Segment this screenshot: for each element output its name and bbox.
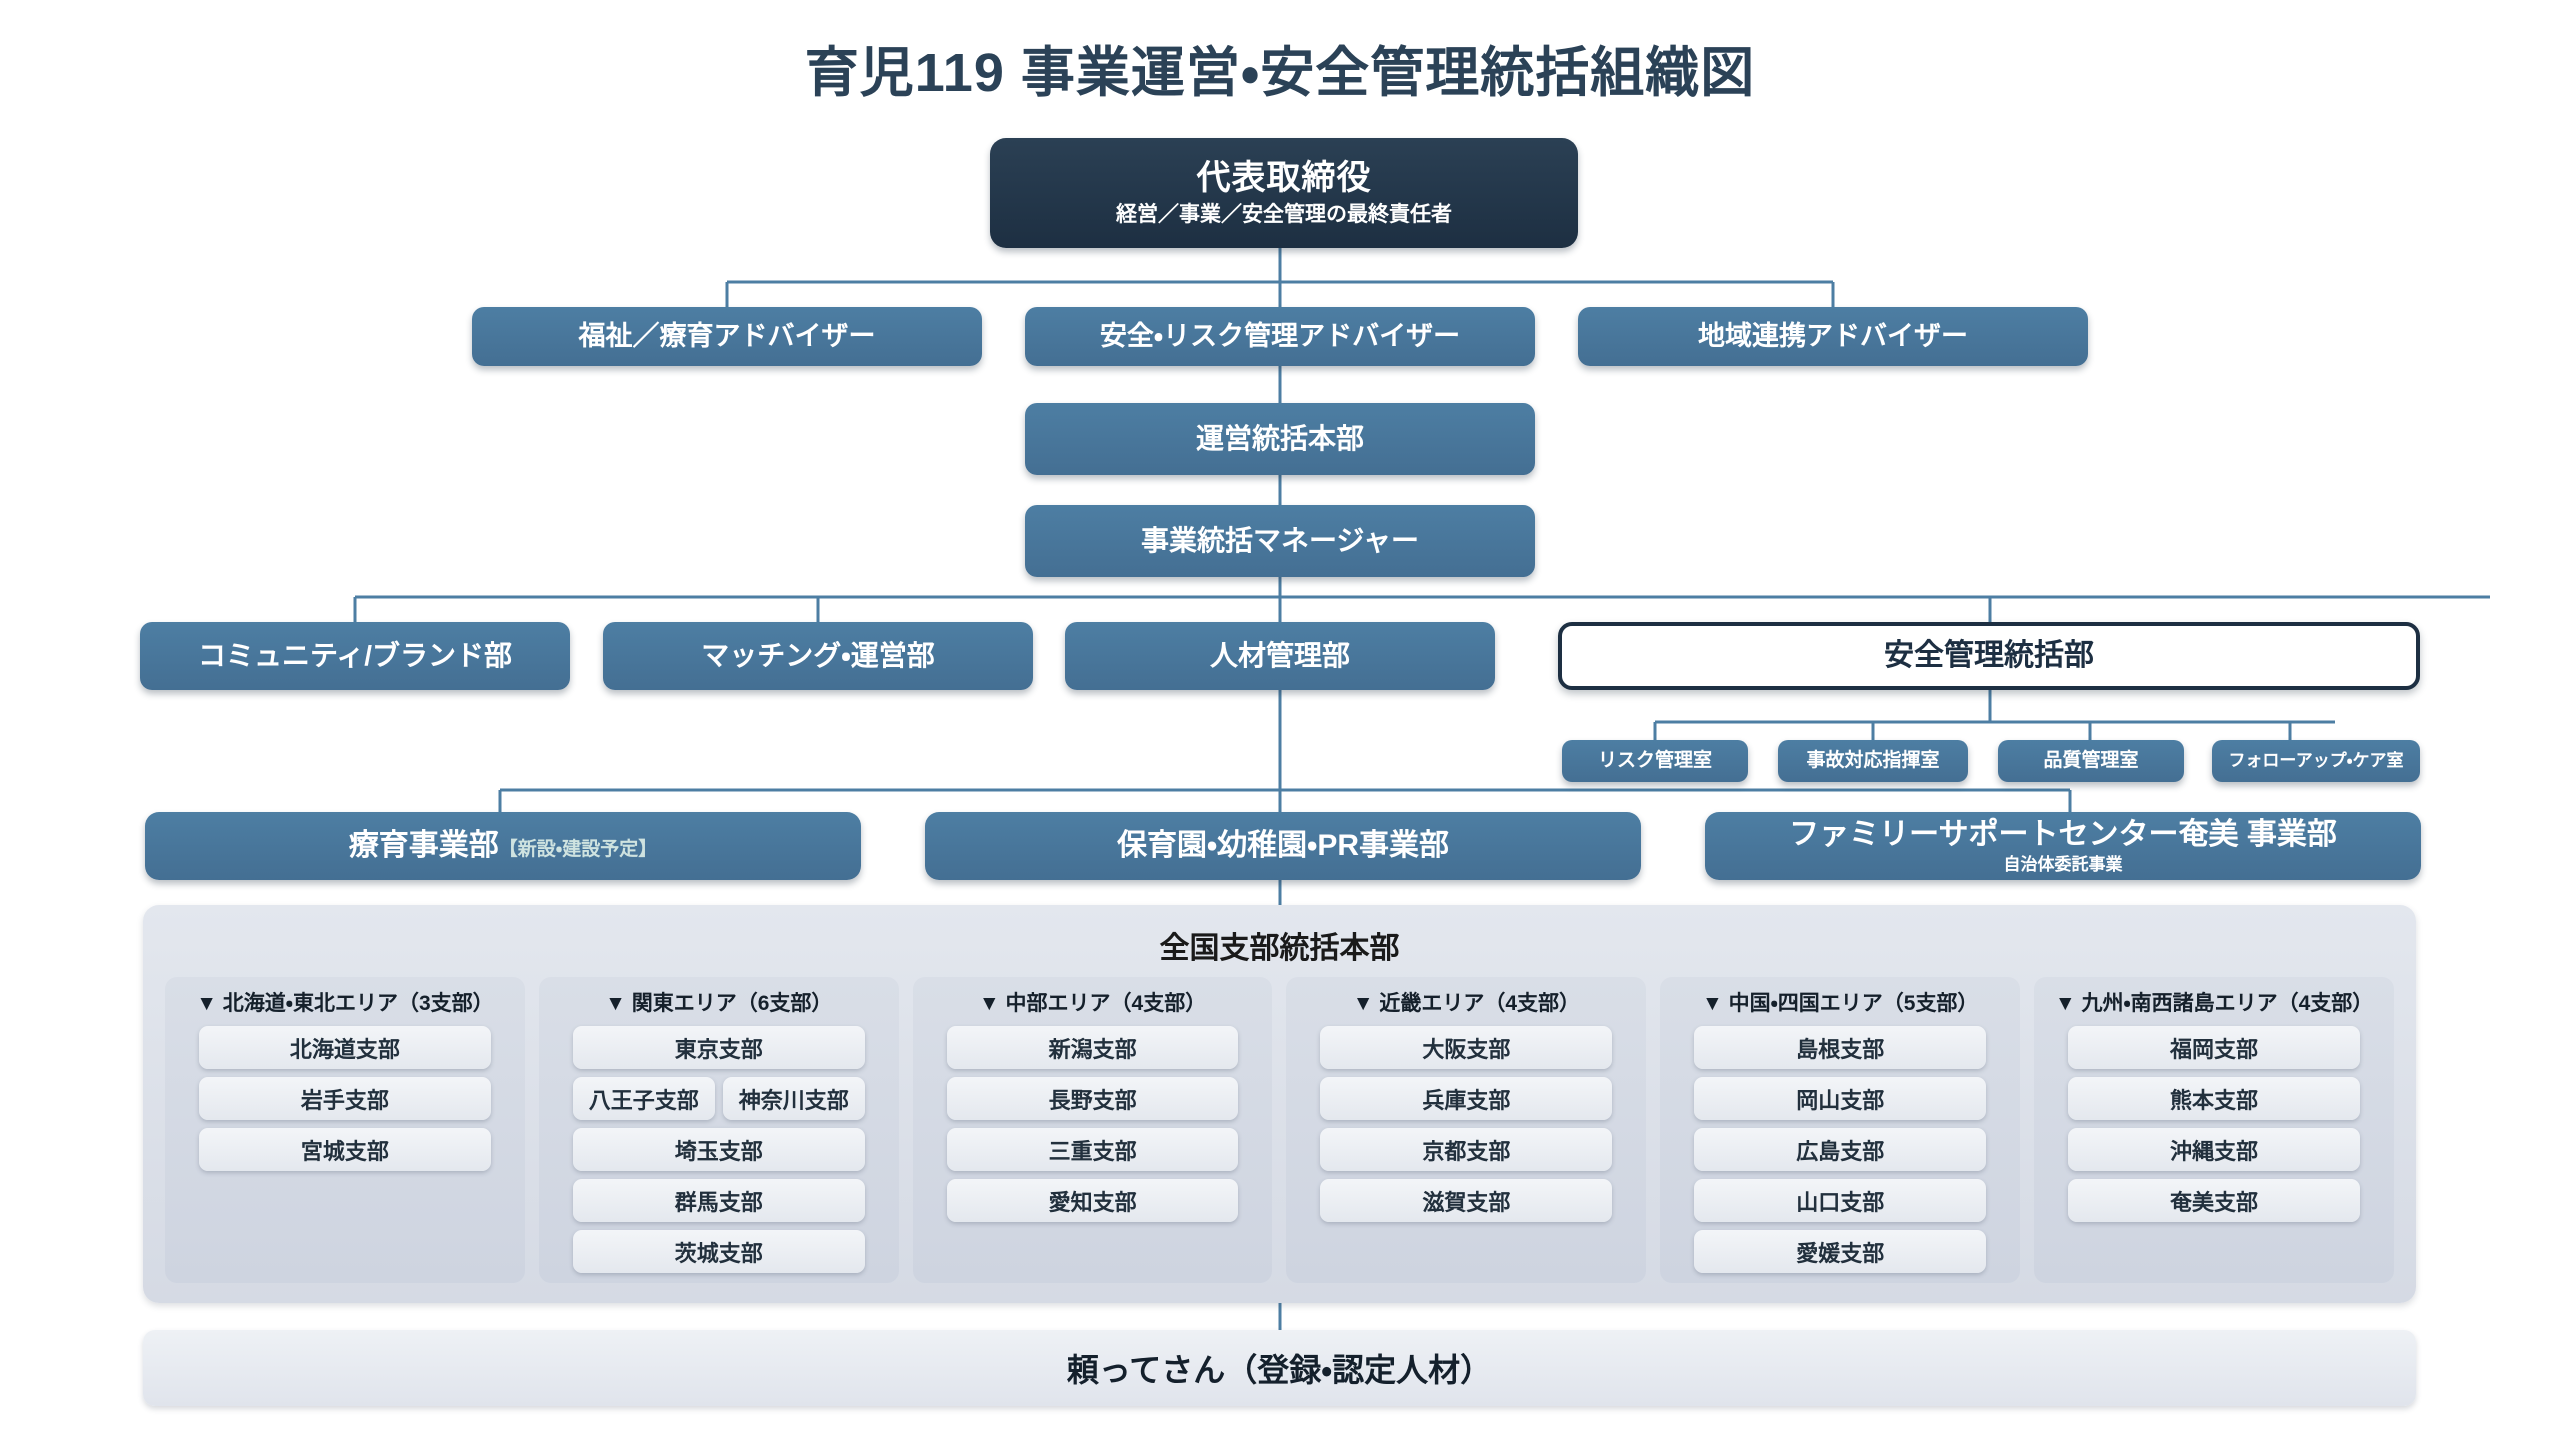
node-unit-risk-management[interactable]: リスク管理室 (1562, 740, 1748, 782)
node-unit-followup-care[interactable]: フォローアップ・ケア室 (2212, 740, 2420, 782)
node-unit-followup-care-label: フォローアップ・ケア室 (2228, 750, 2404, 770)
node-division-ryoiku-tag: 【新設・建設予定】 (498, 839, 658, 861)
branch-chip[interactable]: 群馬支部 (572, 1179, 865, 1222)
branch-chip[interactable]: 北海道支部 (199, 1026, 491, 1069)
area-column: ▼ 関東エリア（6支部）東京支部八王子支部神奈川支部埼玉支部群馬支部茨城支部 (538, 977, 899, 1283)
area-header[interactable]: ▼ 近畿エリア（4支部） (1352, 992, 1581, 1015)
node-advisor-welfare[interactable]: 福祉／療育アドバイザー (472, 307, 982, 366)
node-operations-hq-label: 運営統括本部 (1195, 423, 1364, 455)
footer-talent-label: 頼ってさん（登録・認定人材） (1066, 1352, 1493, 1388)
node-division-family-support-amami[interactable]: ファミリーサポートセンター奄美 事業部 自治体委託事業 (1705, 812, 2421, 880)
node-ceo-title: 代表取締役 (1196, 159, 1372, 198)
node-unit-quality-management[interactable]: 品質管理室 (1998, 740, 2184, 782)
area-column: ▼ 北海道・東北エリア（3支部） 北海道支部岩手支部宮城支部 (165, 977, 525, 1283)
branch-chip[interactable]: 島根支部 (1694, 1026, 1987, 1069)
branch-chip[interactable]: 神奈川支部 (722, 1077, 865, 1120)
branch-chip[interactable]: 岡山支部 (1694, 1077, 1987, 1120)
node-dept-hr-label: 人材管理部 (1209, 640, 1350, 672)
branch-chip[interactable]: 滋賀支部 (1320, 1179, 1613, 1222)
node-unit-quality-management-label: 品質管理室 (2043, 749, 2139, 771)
node-advisor-regional-label: 地域連携アドバイザー (1698, 320, 1968, 351)
node-dept-community-brand[interactable]: コミュニティ/ブランド部 (140, 622, 570, 690)
branch-chip[interactable]: 大阪支部 (1320, 1026, 1613, 1069)
node-safety-management-hq[interactable]: 安全管理統括部 (1558, 622, 2420, 690)
node-division-family-support-amami-subtitle: 自治体委託事業 (2003, 854, 2123, 874)
area-column: ▼ 中国・四国エリア（5支部） 島根支部岡山支部広島支部山口支部愛媛支部 (1660, 977, 2021, 1283)
branch-chip[interactable]: 奄美支部 (2068, 1179, 2360, 1222)
node-unit-incident-command[interactable]: 事故対応指揮室 (1778, 740, 1968, 782)
node-advisor-welfare-label: 福祉／療育アドバイザー (578, 320, 876, 351)
branch-chip-pair: 八王子支部神奈川支部 (572, 1077, 865, 1120)
branch-list: 北海道支部岩手支部宮城支部 (179, 1026, 511, 1171)
branch-chip[interactable]: 埼玉支部 (572, 1128, 865, 1171)
area-column: ▼ 九州・南西諸島エリア（4支部） 福岡支部熊本支部沖縄支部奄美支部 (2034, 977, 2394, 1283)
node-division-ryoiku[interactable]: 療育事業部【新設・建設予定】 (145, 812, 861, 880)
branch-chip[interactable]: 沖縄支部 (2068, 1128, 2360, 1171)
branch-chip[interactable]: 兵庫支部 (1320, 1077, 1613, 1120)
page-title: 育児119 事業運営・安全管理統括組織図 (804, 43, 1756, 103)
branch-chip[interactable]: 福岡支部 (2068, 1026, 2360, 1069)
branch-chip[interactable]: 茨城支部 (572, 1230, 865, 1273)
branch-chip[interactable]: 新潟支部 (946, 1026, 1239, 1069)
branch-list: 大阪支部兵庫支部京都支部滋賀支部 (1300, 1026, 1632, 1222)
branch-chip[interactable]: 三重支部 (946, 1128, 1239, 1171)
node-dept-matching-operations[interactable]: マッチング・運営部 (603, 622, 1033, 690)
node-division-ryoiku-row: 療育事業部【新設・建設予定】 (349, 828, 657, 863)
node-ceo-subtitle: 経営／事業／安全管理の最終責任者 (1116, 203, 1452, 227)
branch-chip[interactable]: 広島支部 (1694, 1128, 1987, 1171)
area-header[interactable]: ▼ 中国・四国エリア（5支部） (1702, 992, 1979, 1015)
branch-list: 東京支部八王子支部神奈川支部埼玉支部群馬支部茨城支部 (553, 1026, 885, 1273)
branch-chip[interactable]: 東京支部 (572, 1026, 865, 1069)
area-header[interactable]: ▼ 北海道・東北エリア（3支部） (196, 992, 494, 1015)
branch-list: 新潟支部長野支部三重支部愛知支部 (927, 1026, 1259, 1222)
branch-chip[interactable]: 八王子支部 (572, 1077, 715, 1120)
node-division-ryoiku-label: 療育事業部 (348, 829, 499, 863)
area-header[interactable]: ▼ 中部エリア（4支部） (978, 992, 1207, 1015)
branch-list: 福岡支部熊本支部沖縄支部奄美支部 (2048, 1026, 2380, 1222)
node-business-manager[interactable]: 事業統括マネージャー (1025, 505, 1535, 577)
node-advisor-safety-risk-label: 安全・リスク管理アドバイザー (1099, 320, 1461, 351)
node-dept-matching-operations-label: マッチング・運営部 (701, 640, 935, 672)
area-header[interactable]: ▼ 関東エリア（6支部） (605, 992, 833, 1015)
branch-chip[interactable]: 岩手支部 (199, 1077, 491, 1120)
node-division-nursery-pr-label: 保育園・幼稚園・PR事業部 (1116, 829, 1450, 863)
node-safety-management-hq-label: 安全管理統括部 (1884, 639, 2094, 673)
node-advisor-safety-risk[interactable]: 安全・リスク管理アドバイザー (1025, 307, 1535, 366)
node-division-nursery-pr[interactable]: 保育園・幼稚園・PR事業部 (925, 812, 1641, 880)
branch-chip[interactable]: 愛知支部 (946, 1179, 1239, 1222)
national-branch-hq-panel: 全国支部統括本部 ▼ 北海道・東北エリア（3支部）北海道支部岩手支部宮城支部▼ … (143, 905, 2416, 1303)
node-division-family-support-amami-label: ファミリーサポートセンター奄美 事業部 (1789, 818, 2337, 852)
national-branch-hq-title: 全国支部統括本部 (1159, 932, 1400, 965)
branch-chip[interactable]: 京都支部 (1320, 1128, 1613, 1171)
node-unit-risk-management-label: リスク管理室 (1597, 749, 1712, 771)
node-dept-hr[interactable]: 人材管理部 (1065, 622, 1495, 690)
area-column: ▼ 近畿エリア（4支部） 大阪支部兵庫支部京都支部滋賀支部 (1286, 977, 1647, 1283)
branch-chip[interactable]: 熊本支部 (2068, 1077, 2360, 1120)
branch-chip[interactable]: 愛媛支部 (1694, 1230, 1987, 1273)
area-column: ▼ 中部エリア（4支部） 新潟支部長野支部三重支部愛知支部 (912, 977, 1273, 1283)
footer-talent-bar[interactable]: 頼ってさん（登録・認定人材） (143, 1330, 2416, 1406)
node-ceo[interactable]: 代表取締役 経営／事業／安全管理の最終責任者 (990, 138, 1578, 248)
node-dept-community-brand-label: コミュニティ/ブランド部 (197, 640, 513, 672)
node-operations-hq[interactable]: 運営統括本部 (1025, 403, 1535, 475)
node-unit-incident-command-label: 事故対応指揮室 (1806, 749, 1940, 771)
branch-chip[interactable]: 長野支部 (946, 1077, 1239, 1120)
node-advisor-regional[interactable]: 地域連携アドバイザー (1578, 307, 2088, 366)
area-columns: ▼ 北海道・東北エリア（3支部）北海道支部岩手支部宮城支部▼ 関東エリア（6支部… (165, 977, 2394, 1283)
node-business-manager-label: 事業統括マネージャー (1140, 525, 1420, 557)
branch-chip[interactable]: 山口支部 (1694, 1179, 1987, 1222)
branch-chip[interactable]: 宮城支部 (199, 1128, 491, 1171)
branch-list: 島根支部岡山支部広島支部山口支部愛媛支部 (1674, 1026, 2006, 1273)
area-header[interactable]: ▼ 九州・南西諸島エリア（4支部） (2054, 992, 2374, 1015)
